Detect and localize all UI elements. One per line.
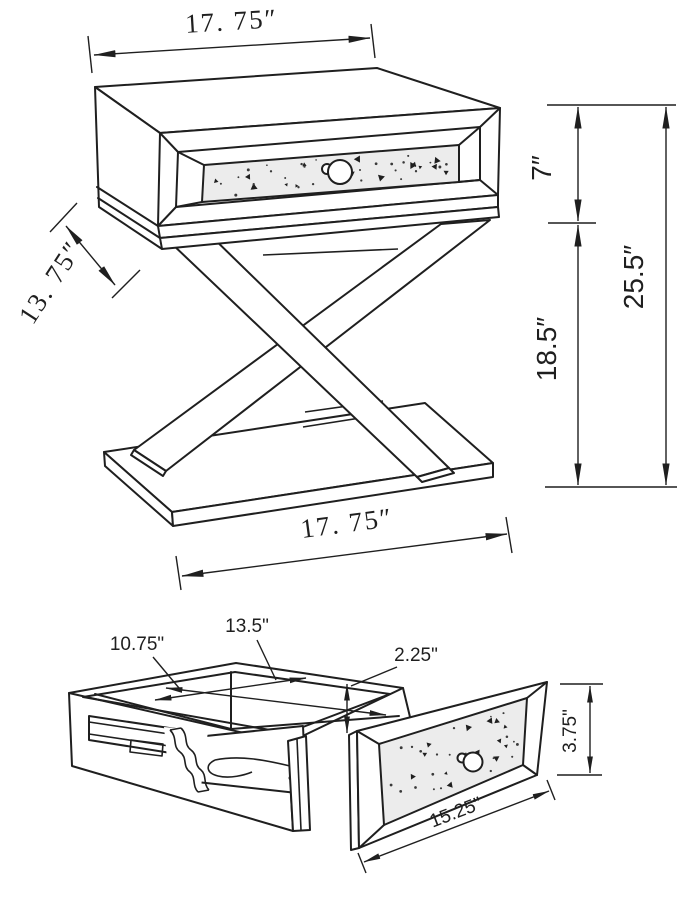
dim-front-height: 3.75": [557, 683, 603, 776]
dim-heights: 7″ 18.5″ 25.5″: [526, 104, 677, 488]
dim-drawer-height-label: 7″: [526, 155, 557, 181]
dim-interior-width-label: 10.75": [110, 634, 164, 655]
dim-interior-depth: 13.5": [154, 616, 307, 701]
dim-base-height-label: 18.5″: [531, 317, 562, 381]
dim-interior-height-label: 2.25": [394, 645, 438, 666]
dim-top-width-label: 17. 75″: [184, 3, 278, 39]
drawer-knob: [327, 159, 353, 185]
drawer-knob: [462, 751, 484, 773]
dim-front-height-label: 3.75": [560, 709, 581, 753]
dim-bottom-width-label: 17. 75″: [299, 502, 395, 544]
dim-interior-depth-label: 13.5": [225, 616, 269, 637]
drawer-front-edge: [287, 735, 311, 832]
table-box: [94, 67, 501, 250]
front-view-drawing: 17. 75″ 13. 75″ 7″ 18.5″ 25.5″ 17. 75″: [13, 3, 677, 591]
drawer-view-drawing: 10.75" 13.5" 2.25" 15.25" 3.75": [68, 616, 603, 874]
speckle-texture: [389, 712, 519, 793]
dim-interior-height: 2.25": [344, 645, 438, 734]
dim-depth-label: 13. 75″: [13, 235, 89, 329]
dim-overall-height-label: 25.5″: [618, 245, 649, 309]
dim-top-width: 17. 75″: [87, 3, 376, 74]
